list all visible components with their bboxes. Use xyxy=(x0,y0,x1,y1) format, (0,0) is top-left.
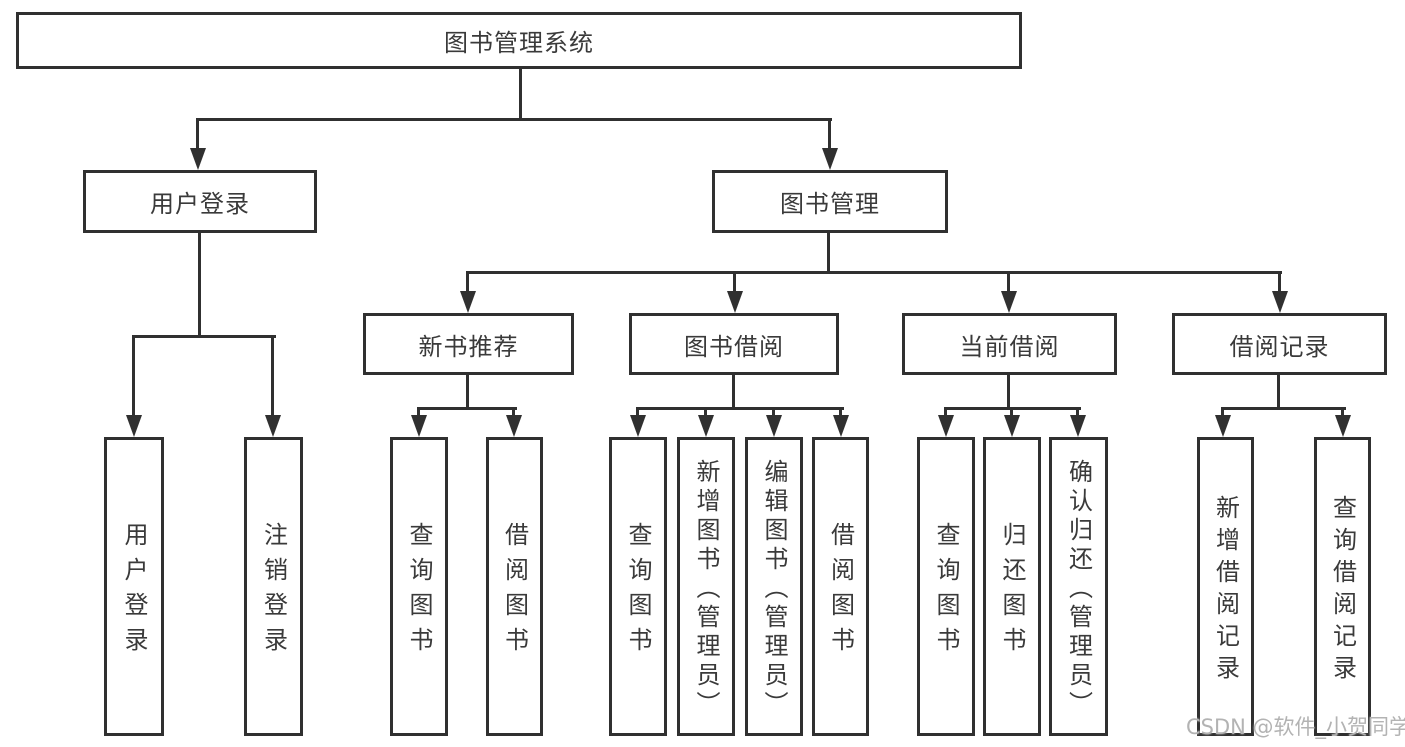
connector-drop-cb-return xyxy=(1010,407,1013,415)
node-library-system: 图书管理系统 xyxy=(16,12,1022,69)
leaf-bb-edit-books-admin: 编辑图书（管理员） xyxy=(745,437,803,736)
connector-drop-bb-borrow xyxy=(839,407,842,415)
connector-user-login-branch xyxy=(132,335,276,338)
node-library-system-label: 图书管理系统 xyxy=(444,29,594,57)
arrowhead-nr-query xyxy=(411,415,427,437)
node-new-book-recommend-label: 新书推荐 xyxy=(418,332,519,361)
arrowhead-cb-return xyxy=(1004,415,1020,437)
connector-drop-book-management xyxy=(828,118,831,148)
arrowhead-cb-query xyxy=(938,415,954,437)
leaf-bb-add-books-admin: 新增图书（管理员） xyxy=(677,437,735,736)
connector-new-book-recommend-trunk xyxy=(466,375,469,407)
arrowhead-book-borrow xyxy=(727,291,743,313)
node-borrow-records-label: 借阅记录 xyxy=(1229,332,1330,361)
connector-book-borrow-branch xyxy=(636,407,844,410)
connector-borrow-records-branch xyxy=(1221,407,1346,410)
node-book-borrow: 图书借阅 xyxy=(629,313,839,375)
connector-drop-bb-edit xyxy=(772,407,775,415)
node-user-login-label: 用户登录 xyxy=(150,190,250,218)
leaf-br-query-record: 查询借阅记录 xyxy=(1314,437,1371,736)
arrowhead-bb-edit xyxy=(766,415,782,437)
node-book-management: 图书管理 xyxy=(712,170,948,233)
connector-drop-borrow-records xyxy=(1278,271,1281,291)
connector-new-book-recommend-branch xyxy=(417,407,517,410)
leaf-bb-edit-books-admin-label: 编辑图书（管理员） xyxy=(760,458,788,720)
connector-drop-user-login xyxy=(196,118,199,148)
connector-book-management-trunk xyxy=(827,233,830,271)
node-book-borrow-label: 图书借阅 xyxy=(684,332,784,361)
connector-drop-bb-query xyxy=(636,407,639,415)
connector-level3-branch xyxy=(466,271,1282,274)
connector-drop-cb-confirm xyxy=(1076,407,1079,415)
node-current-borrow: 当前借阅 xyxy=(902,313,1117,375)
arrowhead-nr-borrow xyxy=(506,415,522,437)
leaf-cb-query-books-label: 查询图书 xyxy=(932,522,960,662)
leaf-bb-add-books-admin-label: 新增图书（管理员） xyxy=(692,458,720,720)
node-book-management-label: 图书管理 xyxy=(780,190,880,218)
node-new-book-recommend: 新书推荐 xyxy=(363,313,574,375)
connector-borrow-records-trunk xyxy=(1277,375,1280,407)
connector-drop-cb-query xyxy=(944,407,947,415)
leaf-br-query-record-label: 查询借阅记录 xyxy=(1328,494,1357,687)
connector-drop-leaf-logout xyxy=(271,335,274,415)
arrowhead-bb-query xyxy=(630,415,646,437)
leaf-bb-query-books-label: 查询图书 xyxy=(624,522,652,662)
connector-user-login-trunk xyxy=(198,233,201,335)
arrowhead-borrow-records xyxy=(1272,291,1288,313)
arrowhead-br-query xyxy=(1335,415,1351,437)
connector-drop-leaf-user-login xyxy=(132,335,135,415)
arrowhead-current-borrow xyxy=(1001,291,1017,313)
leaf-cb-confirm-return-admin-label: 确认归还（管理员） xyxy=(1064,458,1093,720)
node-current-borrow-label: 当前借阅 xyxy=(959,332,1060,361)
leaf-nr-query-books-label: 查询图书 xyxy=(405,522,433,662)
leaf-nr-borrow-books-label: 借阅图书 xyxy=(500,522,529,662)
node-borrow-records: 借阅记录 xyxy=(1172,313,1387,375)
connector-drop-book-borrow xyxy=(733,271,736,291)
leaf-br-add-record-label: 新增借阅记录 xyxy=(1211,494,1240,687)
arrowhead-leaf-user-login xyxy=(126,415,142,437)
leaf-bb-borrow-books: 借阅图书 xyxy=(812,437,869,736)
arrowhead-bb-borrow xyxy=(833,415,849,437)
leaf-bb-borrow-books-label: 借阅图书 xyxy=(826,522,855,662)
connector-drop-new-book-recommend xyxy=(466,271,469,291)
arrowhead-br-add xyxy=(1215,415,1231,437)
connector-drop-br-add xyxy=(1221,407,1224,415)
arrowhead-book-management xyxy=(822,148,838,170)
connector-drop-br-query xyxy=(1341,407,1344,415)
connector-book-borrow-trunk xyxy=(732,375,735,407)
leaf-cb-query-books: 查询图书 xyxy=(917,437,975,736)
connector-drop-nr-borrow xyxy=(512,407,515,415)
leaf-logout-label: 注销登录 xyxy=(259,522,288,662)
arrowhead-new-book-recommend xyxy=(460,291,476,313)
leaf-cb-return-books: 归还图书 xyxy=(983,437,1041,736)
connector-current-borrow-trunk xyxy=(1007,375,1010,407)
arrowhead-leaf-logout xyxy=(265,415,281,437)
leaf-nr-borrow-books: 借阅图书 xyxy=(486,437,543,736)
arrowhead-user-login xyxy=(190,148,206,170)
node-user-login: 用户登录 xyxy=(83,170,317,233)
leaf-br-add-record: 新增借阅记录 xyxy=(1197,437,1254,736)
leaf-cb-return-books-label: 归还图书 xyxy=(998,522,1026,662)
leaf-user-login-label: 用户登录 xyxy=(120,522,148,662)
connector-level2-branch xyxy=(196,118,832,121)
connector-root-trunk xyxy=(519,69,522,118)
leaf-cb-confirm-return-admin: 确认归还（管理员） xyxy=(1049,437,1108,736)
leaf-bb-query-books: 查询图书 xyxy=(609,437,667,736)
arrowhead-bb-add xyxy=(698,415,714,437)
connector-drop-nr-query xyxy=(417,407,420,415)
arrowhead-cb-confirm xyxy=(1070,415,1086,437)
connector-drop-bb-add xyxy=(704,407,707,415)
csdn-watermark: CSDN @软件_小贺同学 xyxy=(1186,715,1405,739)
connector-drop-current-borrow xyxy=(1007,271,1010,291)
leaf-nr-query-books: 查询图书 xyxy=(390,437,448,736)
leaf-user-login: 用户登录 xyxy=(104,437,164,736)
leaf-logout: 注销登录 xyxy=(244,437,303,736)
